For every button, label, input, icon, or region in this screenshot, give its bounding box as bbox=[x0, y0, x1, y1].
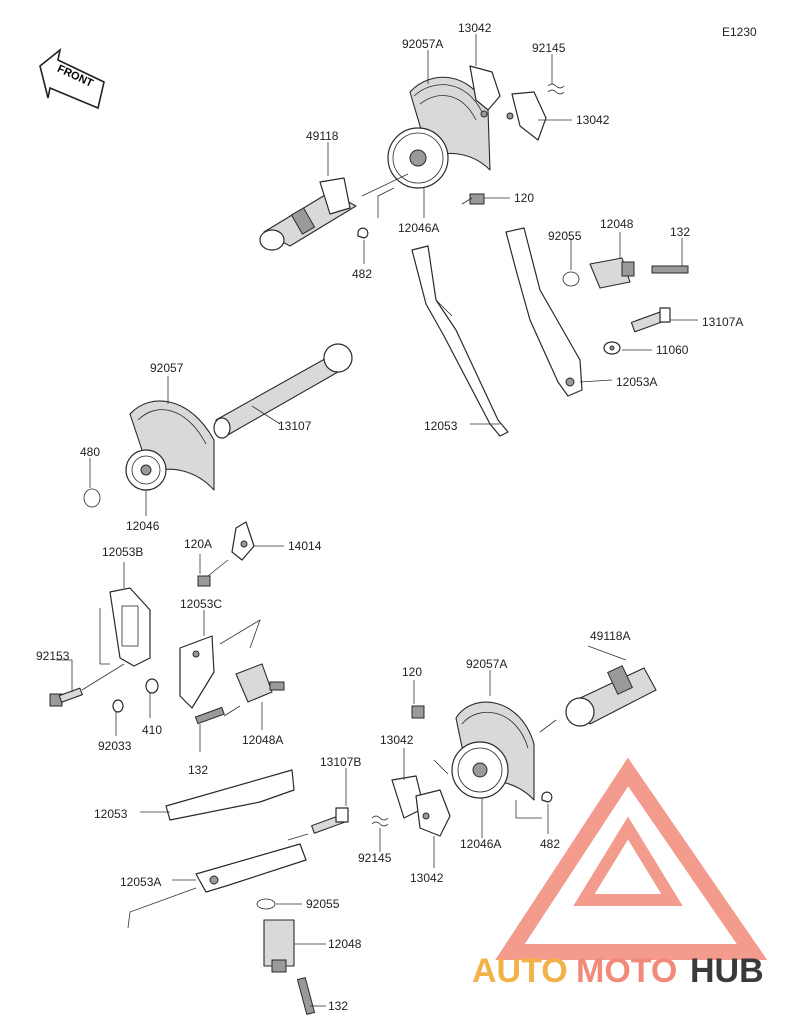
diagram-code: E1230 bbox=[722, 25, 757, 39]
gear-12046 bbox=[125, 449, 167, 491]
cam-sprocket-lower bbox=[451, 741, 509, 799]
label-92055-top: 92055 bbox=[548, 229, 582, 243]
label-13042-lower: 13042 bbox=[380, 733, 414, 747]
clip-482-lower bbox=[541, 791, 553, 803]
label-132-mid: 132 bbox=[188, 763, 208, 777]
label-92145-top: 92145 bbox=[532, 41, 566, 55]
bolt-132-lower-left bbox=[194, 706, 225, 725]
label-120a: 120A bbox=[184, 537, 212, 551]
tensioner-12048a bbox=[235, 663, 285, 703]
bolt-upper-120 bbox=[461, 193, 485, 205]
label-92055-lower: 92055 bbox=[306, 897, 340, 911]
label-12048-lower: 12048 bbox=[328, 937, 362, 951]
front-arrow-icon: FRONT bbox=[39, 48, 105, 110]
decompressor-weight-lower bbox=[391, 775, 451, 837]
watermark-logo bbox=[495, 757, 768, 960]
label-410: 410 bbox=[142, 723, 162, 737]
bracket-14014 bbox=[231, 521, 255, 561]
label-12048-top: 12048 bbox=[600, 217, 634, 231]
label-480: 480 bbox=[80, 445, 100, 459]
bolt-13107b bbox=[311, 807, 349, 834]
oring-92055-upper bbox=[562, 271, 580, 287]
label-49118a: 49118A bbox=[590, 629, 630, 643]
camshaft-upper bbox=[259, 177, 357, 251]
spring-upper bbox=[547, 83, 565, 95]
part-labels: 13042 92057A 92145 13042 49118 120 12046… bbox=[36, 21, 743, 1013]
label-11060: 11060 bbox=[656, 343, 689, 357]
washer-410 bbox=[145, 678, 159, 694]
label-13042-right: 13042 bbox=[576, 113, 610, 127]
oring-92055-lower bbox=[256, 898, 276, 910]
label-13107a: 13107A bbox=[702, 315, 743, 329]
label-132-bottom: 132 bbox=[328, 999, 348, 1013]
label-13042-top: 13042 bbox=[458, 21, 492, 35]
decompressor-weight-upper bbox=[469, 65, 547, 141]
label-12053-lower: 12053 bbox=[94, 807, 128, 821]
label-92153: 92153 bbox=[36, 649, 70, 663]
bolt-132-lower bbox=[296, 976, 316, 1016]
label-92057: 92057 bbox=[150, 361, 184, 375]
watermark-moto: MOTO bbox=[576, 952, 677, 990]
guide-12053b bbox=[109, 587, 151, 667]
chain-guide-upper bbox=[411, 245, 509, 437]
bolt-92153 bbox=[49, 687, 83, 707]
label-13107b: 13107B bbox=[320, 755, 361, 769]
label-92057a-top: 92057A bbox=[402, 37, 443, 51]
label-12053a-lower: 12053A bbox=[120, 875, 161, 889]
bolt-120-lower bbox=[411, 705, 425, 719]
watermark-auto: AUTO bbox=[472, 952, 568, 990]
cam-sprocket-upper bbox=[387, 127, 449, 189]
collar-92033 bbox=[112, 699, 124, 713]
bolt-13107a bbox=[630, 307, 671, 333]
tensioner-12048-upper bbox=[589, 257, 635, 289]
tensioner-guide-lower bbox=[195, 843, 307, 893]
camshaft-lower bbox=[565, 665, 657, 727]
label-12053b: 12053B bbox=[102, 545, 143, 559]
label-14014: 14014 bbox=[288, 539, 322, 553]
label-49118: 49118 bbox=[306, 129, 339, 143]
label-12046: 12046 bbox=[126, 519, 160, 533]
label-13042-bottom: 13042 bbox=[410, 871, 444, 885]
watermark-hub: HUB bbox=[690, 952, 764, 990]
label-482-top: 482 bbox=[352, 267, 372, 281]
label-13107: 13107 bbox=[278, 419, 312, 433]
label-482-lower: 482 bbox=[540, 837, 560, 851]
leader-lines bbox=[56, 34, 698, 1007]
chain-guide-lower bbox=[165, 769, 295, 821]
label-92033: 92033 bbox=[98, 739, 132, 753]
label-12046a-top: 12046A bbox=[398, 221, 439, 235]
bolt-120a bbox=[197, 575, 211, 587]
label-92145-lower: 92145 bbox=[358, 851, 392, 865]
label-12048a: 12048A bbox=[242, 733, 283, 747]
bolt-132-upper bbox=[651, 265, 689, 274]
label-120-top: 120 bbox=[514, 191, 534, 205]
tensioner-12048-lower bbox=[263, 919, 295, 973]
label-12053-top: 12053 bbox=[424, 419, 458, 433]
washer-11060 bbox=[603, 341, 621, 355]
watermark-text: AUTO MOTO HUB bbox=[472, 952, 764, 990]
tensioner-guide-upper bbox=[505, 227, 583, 397]
clip-482-upper bbox=[357, 227, 369, 239]
label-120-lower: 120 bbox=[402, 665, 422, 679]
shaft-13107 bbox=[213, 343, 353, 439]
label-12046a-lower: 12046A bbox=[460, 837, 501, 851]
label-12053c: 12053C bbox=[180, 597, 222, 611]
guide-12053c bbox=[179, 635, 215, 709]
label-132-top: 132 bbox=[670, 225, 690, 239]
circlip-480 bbox=[83, 488, 101, 508]
label-12053a-top: 12053A bbox=[616, 375, 657, 389]
spring-lower bbox=[371, 815, 389, 827]
label-92057a-lower: 92057A bbox=[466, 657, 507, 671]
